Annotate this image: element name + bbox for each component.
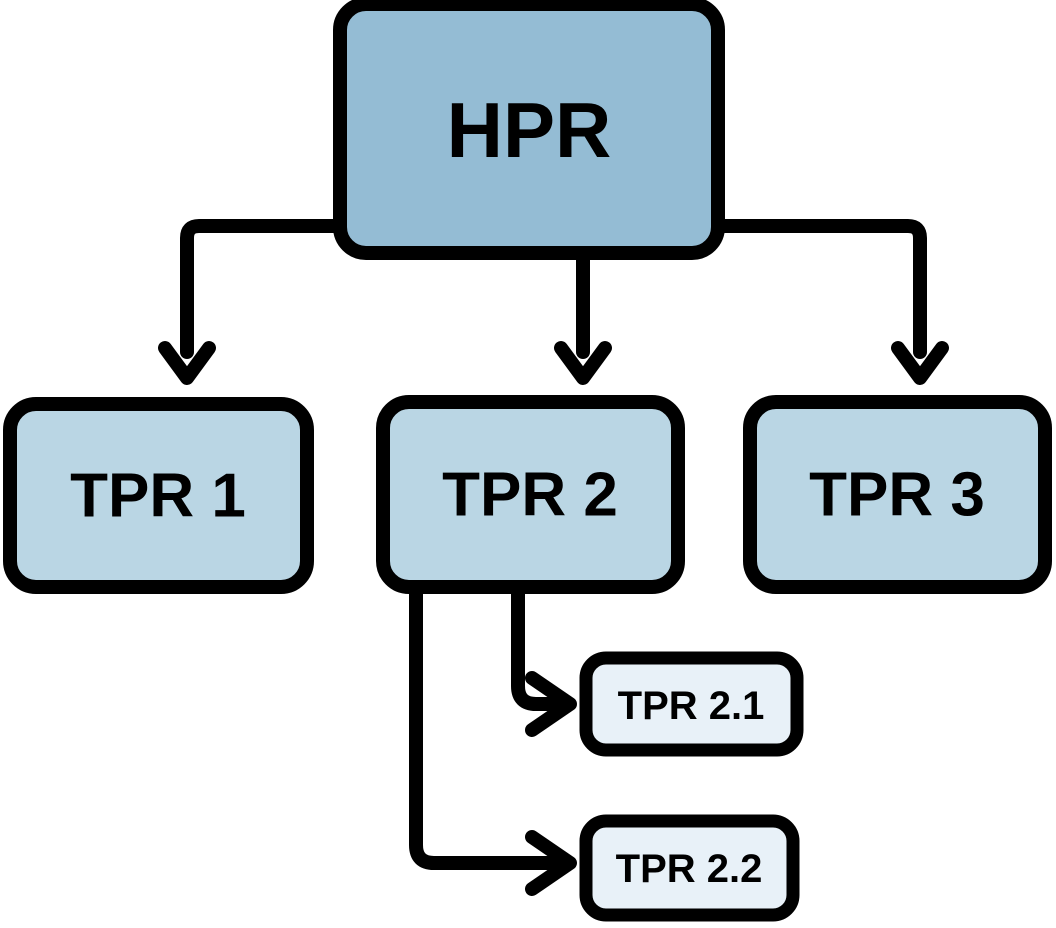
- node-tpr1-label: TPR 1: [70, 462, 246, 531]
- node-tpr2[interactable]: TPR 2: [376, 395, 685, 594]
- edge-tpr2-to-tpr22: [409, 579, 577, 896]
- edge-tpr2-to-tpr22-line: [409, 579, 563, 870]
- edge-hpr-to-tpr2: [554, 240, 612, 385]
- node-tpr21-box[interactable]: [579, 651, 804, 757]
- node-tpr22-box[interactable]: [579, 814, 800, 922]
- edge-tpr2-to-tpr21-arrowhead: [525, 671, 577, 737]
- edge-tpr2-to-tpr22-arrowhead: [525, 830, 577, 896]
- node-hpr[interactable]: HPR: [333, 0, 725, 260]
- edge-hpr-to-tpr3-line: [701, 219, 927, 359]
- edge-hpr-to-tpr1: [158, 219, 359, 385]
- node-tpr3[interactable]: TPR 3: [743, 395, 1052, 594]
- node-tpr2-label: TPR 2: [442, 461, 618, 530]
- edge-hpr-to-tpr3-arrowhead: [891, 341, 949, 385]
- node-tpr21-label: TPR 2.1: [618, 684, 765, 728]
- node-hpr-box[interactable]: [333, 0, 725, 260]
- node-tpr2-box[interactable]: [376, 395, 685, 594]
- edge-tpr2-to-tpr21-line: [511, 579, 563, 711]
- node-tpr1-box[interactable]: [3, 397, 314, 594]
- edge-hpr-to-tpr2-arrowhead: [554, 341, 612, 385]
- node-tpr3-box[interactable]: [743, 395, 1052, 594]
- node-tpr22[interactable]: TPR 2.2: [579, 814, 800, 922]
- node-tpr1[interactable]: TPR 1: [3, 397, 314, 594]
- connector-layer: [158, 219, 949, 896]
- edge-hpr-to-tpr1-line: [180, 219, 359, 359]
- node-tpr3-label: TPR 3: [809, 461, 985, 530]
- edge-tpr2-to-tpr21: [511, 579, 577, 737]
- edge-hpr-to-tpr3: [701, 219, 949, 385]
- node-tpr21[interactable]: TPR 2.1: [579, 651, 804, 757]
- node-tpr22-label: TPR 2.2: [616, 847, 763, 891]
- node-hpr-label: HPR: [447, 86, 612, 174]
- edge-hpr-to-tpr1-arrowhead: [158, 341, 216, 385]
